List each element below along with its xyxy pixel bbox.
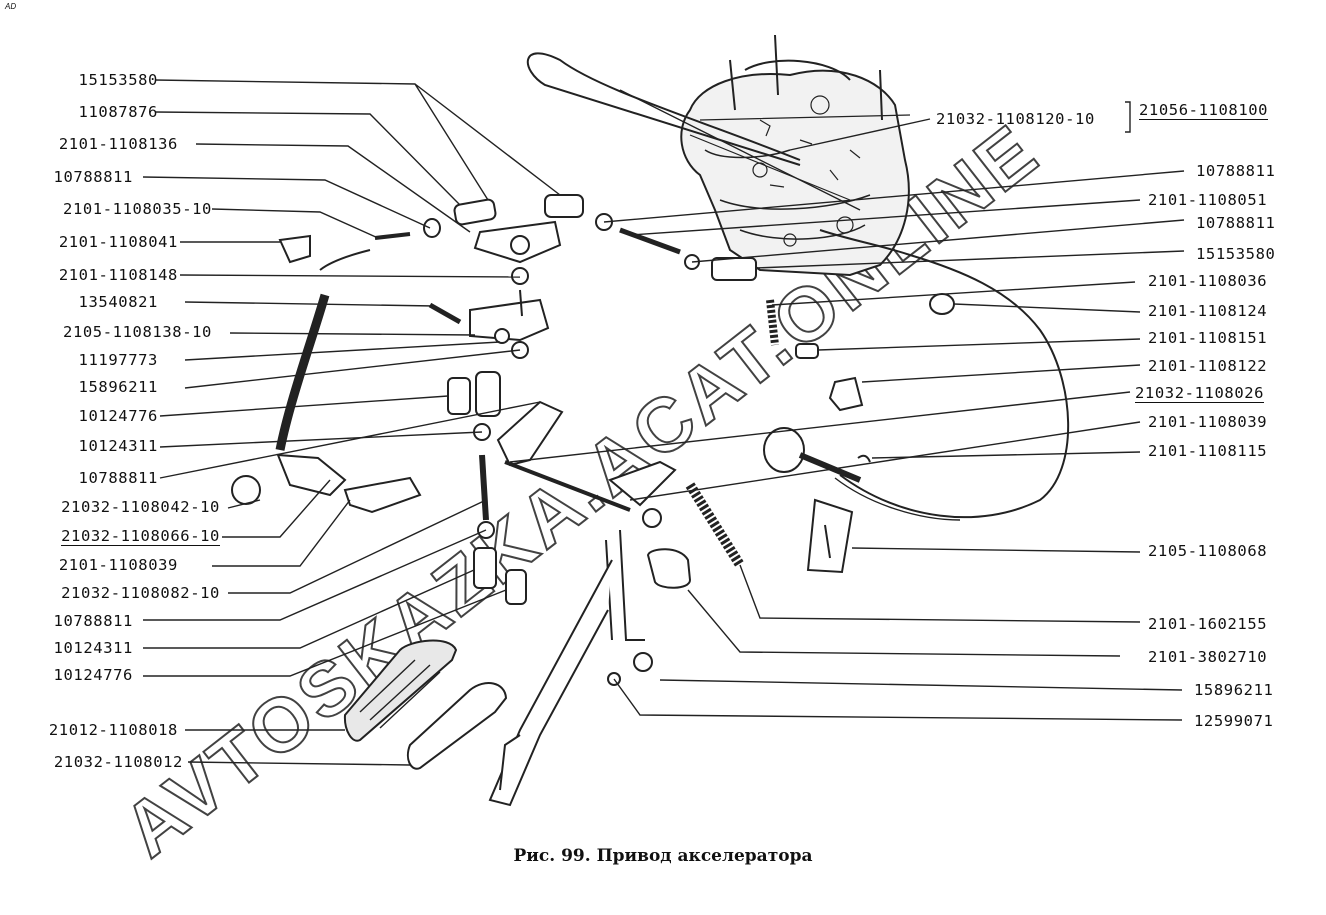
part-label: 2101-3802710 [1148,648,1268,666]
part-label: 2101-1108122 [1148,357,1268,375]
part-label: 11197773 [78,351,158,369]
part-label: 2101-1108124 [1148,302,1268,320]
part-label: 2101-1108036 [1148,272,1268,290]
part-label: 2105-1108138-10 [63,323,212,341]
part-label: 2105-1108068 [1148,542,1268,560]
part-label: 2101-1108051 [1148,191,1268,209]
part-label: 2101-1108148 [58,266,178,284]
part-label: 11087876 [78,103,158,121]
part-label: 10124776 [53,666,133,684]
part-label: 10788811 [1196,162,1276,180]
part-label: 2101-1108115 [1148,442,1268,460]
part-label: 21032-1108042-10 [61,498,220,516]
part-label: 21032-1108012 [53,753,183,771]
part-label: 2101-1108151 [1148,329,1268,347]
part-label: 10788811 [53,612,133,630]
part-label: 21032-1108066-10 [61,527,220,546]
part-label: 15153580 [78,71,158,89]
pedal-linkage [231,293,677,605]
assembly-label: 21056-1108100 [1139,101,1269,120]
part-label: 2101-1108041 [58,233,178,251]
part-label: 10788811 [1196,214,1276,232]
part-label: 21032-1108026 [1135,384,1265,403]
part-label: 13540821 [78,293,158,311]
part-label: 2101-1108035-10 [63,200,212,218]
part-label: 15896211 [78,378,158,396]
leader-lines [142,79,1185,766]
part-label: 15896211 [1194,681,1274,699]
part-label: 10124776 [78,407,158,425]
part-label: 21012-1108018 [48,721,178,739]
part-label: 2101-1108136 [58,135,178,153]
part-label: 10788811 [78,469,158,487]
part-label: 21032-1108120-10 [936,110,1095,128]
corner-mark: AD [5,2,17,11]
upper-linkage-parts [278,194,613,359]
part-label: 2101-1108039 [1148,413,1268,431]
part-label: 2101-1602155 [1148,615,1268,633]
part-label: 12599071 [1194,712,1274,730]
figure-caption: Рис. 99. Привод акселератора [513,846,813,866]
part-label: 15153580 [1196,245,1276,263]
part-label: 10124311 [53,639,133,657]
throttle-cable [526,52,1070,521]
pedal [343,529,645,807]
part-label: 2101-1108039 [58,556,178,574]
part-label: 10124311 [78,437,158,455]
carburettor [680,34,911,277]
part-label: 10788811 [53,168,133,186]
part-label: 21032-1108082-10 [61,584,220,602]
